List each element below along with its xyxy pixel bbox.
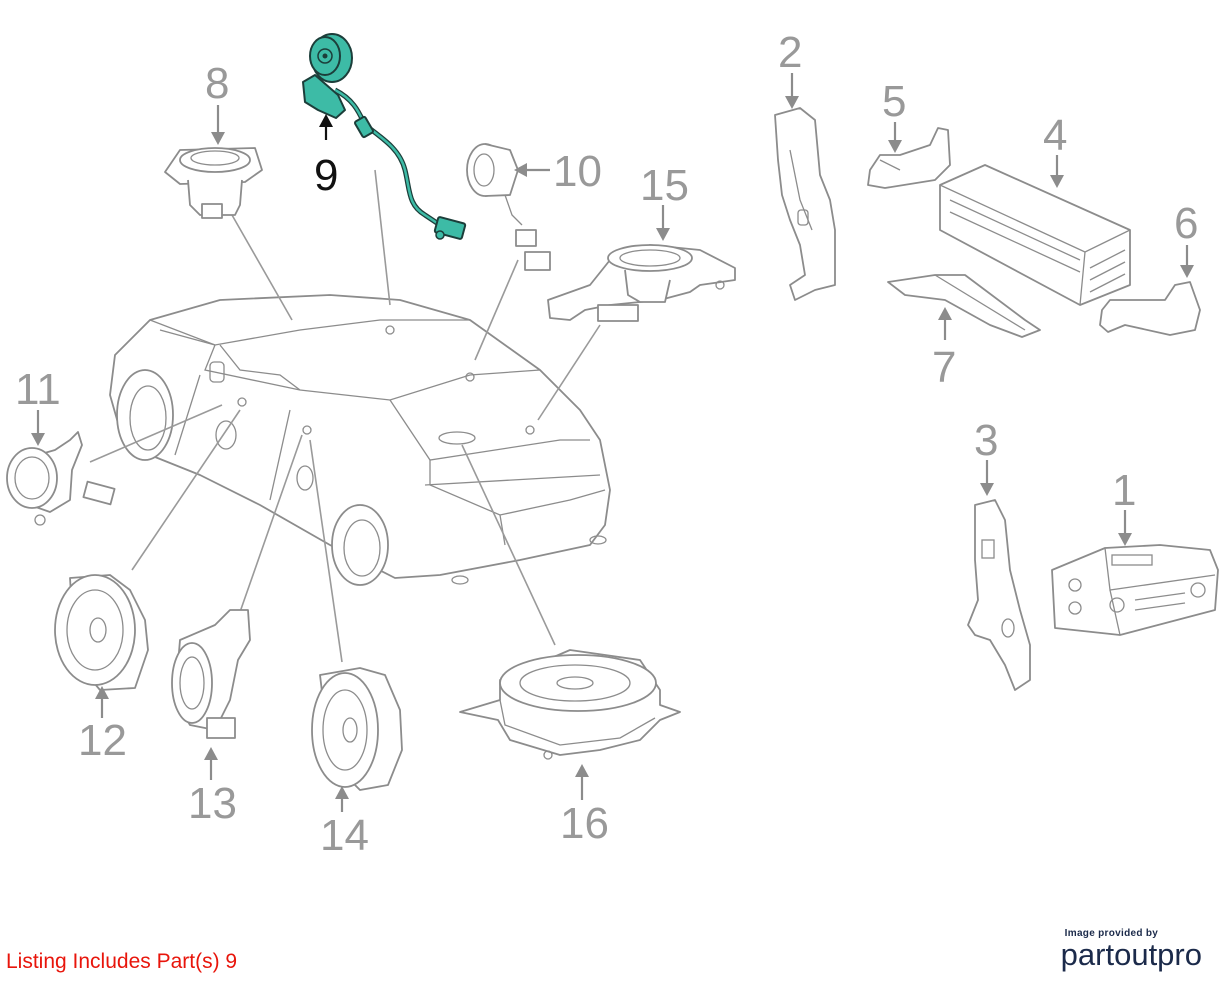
part-12-speaker[interactable] [54, 574, 149, 691]
callout-8[interactable]: 8 [205, 59, 229, 108]
part-14-speaker[interactable] [311, 667, 403, 791]
callout-10[interactable]: 10 [553, 147, 602, 196]
callout-9[interactable]: 9 [314, 151, 338, 200]
brand-provided-by: Image provided by [1064, 928, 1159, 939]
callout-arrows [31, 73, 1194, 812]
callout-labels: 1 2 3 4 5 6 7 8 9 10 11 12 13 14 15 16 [15, 28, 1198, 860]
part-4-amplifier[interactable] [939, 164, 1131, 306]
part-9-tweeter-harness[interactable] [302, 33, 467, 240]
callout-13[interactable]: 13 [188, 779, 237, 828]
callout-6[interactable]: 6 [1174, 199, 1198, 248]
leader-lines [89, 169, 601, 663]
part-6-bracket[interactable] [1099, 281, 1201, 336]
callout-15[interactable]: 15 [640, 161, 689, 210]
part-7-bracket[interactable] [887, 274, 1041, 338]
part-16-subwoofer[interactable] [459, 649, 681, 760]
callout-14[interactable]: 14 [320, 811, 369, 860]
part-15-speaker-bracket[interactable] [547, 244, 736, 322]
part-11-tweeter[interactable] [6, 431, 116, 526]
callout-16[interactable]: 16 [560, 799, 609, 848]
car-illustration [109, 294, 611, 586]
callout-1[interactable]: 1 [1112, 466, 1136, 515]
listing-includes-text: Listing Includes Part(s) 9 [6, 950, 238, 973]
callout-5[interactable]: 5 [882, 77, 906, 126]
callout-7[interactable]: 7 [932, 343, 956, 392]
callout-4[interactable]: 4 [1043, 111, 1067, 160]
callout-12[interactable]: 12 [78, 716, 127, 765]
part-1-radio[interactable] [1051, 544, 1219, 636]
brand-logo: Image provided by partoutpro [1061, 928, 1202, 971]
part-8-speaker[interactable] [164, 147, 263, 219]
part-10-speaker[interactable] [466, 143, 551, 271]
part-5-bracket[interactable] [867, 127, 951, 189]
part-2-bracket[interactable] [774, 107, 836, 301]
brand-name: partoutpro [1060, 937, 1202, 972]
part-13-speaker[interactable] [171, 609, 251, 739]
callout-3[interactable]: 3 [974, 416, 998, 465]
part-3-bracket[interactable] [967, 499, 1031, 691]
callout-2[interactable]: 2 [778, 28, 802, 77]
callout-11[interactable]: 11 [15, 365, 61, 414]
